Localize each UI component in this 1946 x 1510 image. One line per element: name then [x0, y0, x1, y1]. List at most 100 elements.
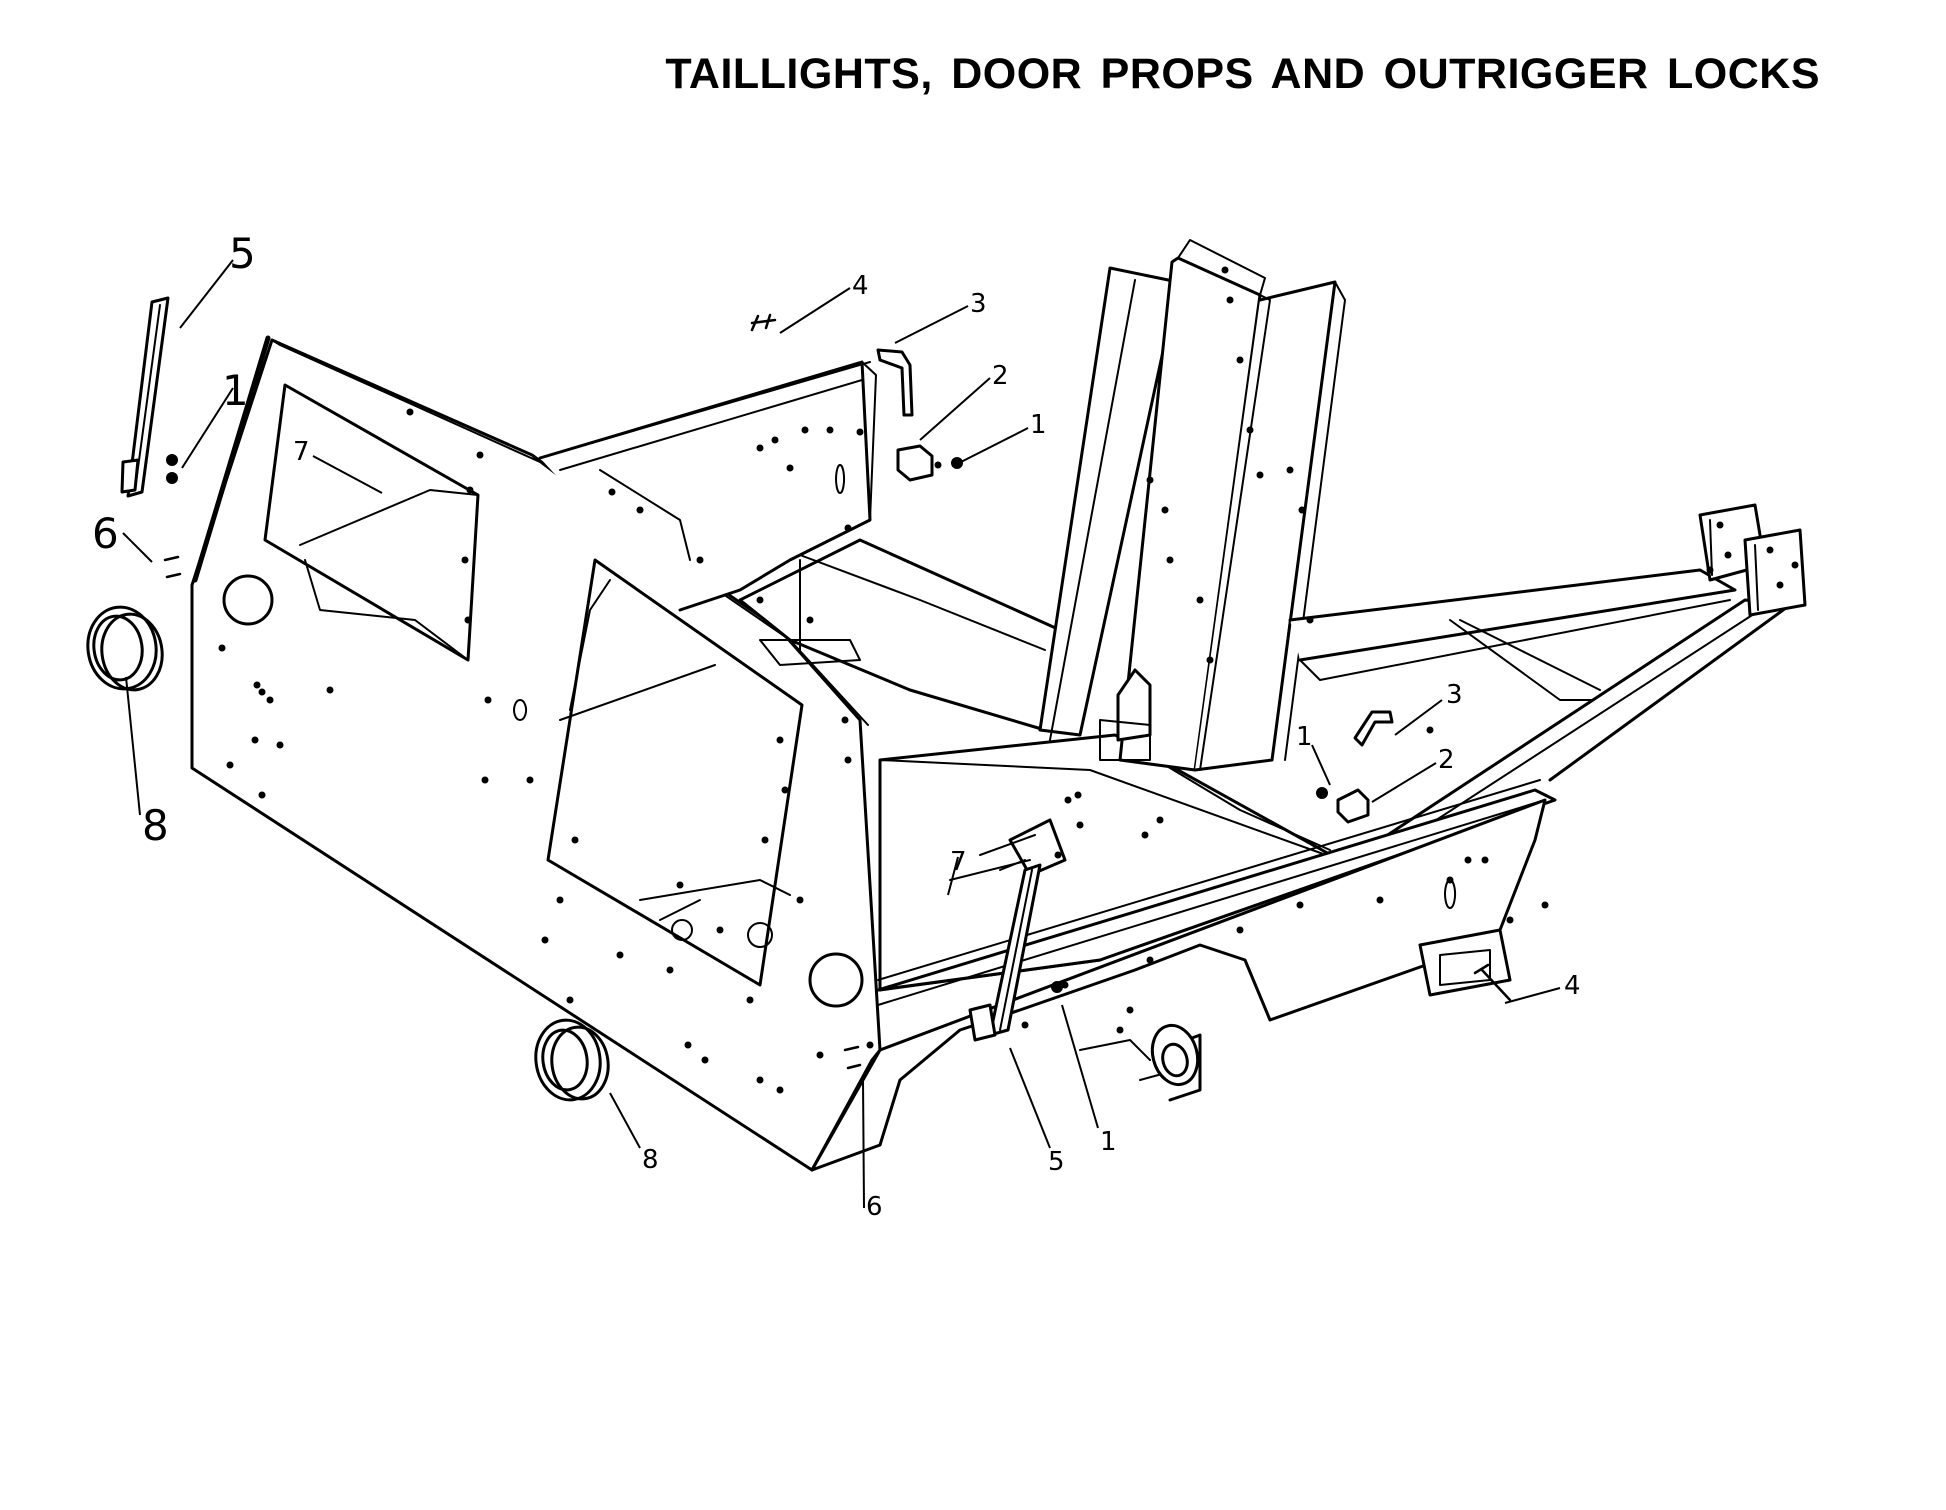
rivet-dot: [771, 436, 779, 444]
callout-labels: 5 1 6 8 7 4 3 2 1 1 3 2 7 4 8 6 5 1: [92, 229, 1581, 1222]
rivet-dot: [786, 464, 794, 472]
rivet-dot: [466, 486, 474, 494]
rivet-dot: [1766, 546, 1774, 554]
rivet-dot: [226, 761, 234, 769]
rivet-dot: [816, 1051, 824, 1059]
rivet-dot: [781, 786, 789, 794]
right-side-skirt: [810, 798, 1547, 1172]
rivet-dot: [841, 716, 849, 724]
top-lock-block: [896, 444, 934, 482]
callout-right-lock-block: 2: [1438, 745, 1455, 775]
callout-left-bracket-bolt: 6: [92, 509, 119, 558]
callout-lower-bracket-bolt: 6: [866, 1192, 883, 1222]
top-lock-pin: [876, 348, 914, 417]
rivet-dot: [1446, 876, 1454, 884]
rivet-dot: [1141, 831, 1149, 839]
callout-right-lock-pin: 3: [1446, 680, 1463, 710]
callout-left-door-prop: 7: [293, 437, 310, 467]
callout-top-bolt: 4: [852, 271, 869, 301]
rivet-dot: [1776, 581, 1784, 589]
rivet-dot: [406, 408, 414, 416]
rivet-dot: [326, 686, 334, 694]
rivet-dot: [276, 741, 284, 749]
rivet-dot: [1298, 506, 1306, 514]
rivet-dot: [484, 696, 492, 704]
rivet-dot: [1116, 1026, 1124, 1034]
rivet-dot: [716, 926, 724, 934]
rivet-dot: [1236, 356, 1244, 364]
nut-dot: [1316, 787, 1328, 799]
rivet-dot: [1724, 551, 1732, 559]
callout-right-lock-nut: 1: [1296, 722, 1313, 752]
rivet-dot: [1716, 521, 1724, 529]
nut-dot: [1051, 981, 1063, 993]
page-title: TAILLIGHTS, DOOR PROPS AND OUTRIGGER LOC…: [665, 50, 1820, 98]
callout-lower-taillight-bracket: 5: [1048, 1147, 1065, 1177]
rivet-dot: [776, 736, 784, 744]
rivet-dot: [1064, 796, 1072, 804]
rivet-dot: [571, 836, 579, 844]
rivet-dot: [934, 461, 942, 469]
rivet-dot: [251, 736, 259, 744]
rivet-dot: [666, 966, 674, 974]
rivet-dot: [1236, 926, 1244, 934]
callout-right-bolt: 4: [1564, 971, 1581, 1001]
callout-lower-bracket-nut: 1: [1100, 1127, 1117, 1157]
rivet-dot: [1296, 901, 1304, 909]
callout-top-lock-pin: 3: [970, 289, 987, 319]
rivet-dot: [526, 776, 534, 784]
callout-left-bracket-nut: 1: [222, 366, 249, 415]
rivet-dot: [701, 1056, 709, 1064]
rivet-dot: [1196, 596, 1204, 604]
lower-door-prop: [949, 818, 1067, 881]
rivet-dot: [844, 756, 852, 764]
rivet-dot: [566, 996, 574, 1004]
rivet-dot: [866, 1041, 874, 1049]
rivet-dot: [1791, 561, 1799, 569]
rivet-dot: [1706, 566, 1714, 574]
nut-dot: [166, 454, 178, 466]
rivet-dot: [476, 451, 484, 459]
upright-channels: [1038, 239, 1346, 772]
rivet-dot: [1146, 476, 1154, 484]
rivet-dot: [1246, 426, 1254, 434]
rivet-dot: [756, 1076, 764, 1084]
rivet-dot: [1541, 901, 1549, 909]
leader-lines: [122, 259, 1561, 1209]
rivet-dot: [1076, 821, 1084, 829]
rivet-dot: [1156, 816, 1164, 824]
rivet-dot: [1226, 296, 1234, 304]
rivet-dot: [1464, 856, 1472, 864]
rivet-dot: [806, 616, 814, 624]
rivet-dot: [1206, 656, 1214, 664]
rivet-dot: [1074, 791, 1082, 799]
callout-top-lock-block: 2: [992, 361, 1009, 391]
left-taillight-bracket: [120, 296, 170, 498]
rivet-dot: [746, 996, 754, 1004]
rivet-dot: [801, 426, 809, 434]
rivet-dot: [684, 1041, 692, 1049]
rivet-dot: [1481, 856, 1489, 864]
nut-dot: [166, 472, 178, 484]
rivet-dot: [481, 776, 489, 784]
callout-lower-taillight-lens: 8: [642, 1145, 659, 1175]
lower-taillight-lens: [534, 1018, 610, 1102]
rivet-dot: [1166, 556, 1174, 564]
rivet-dot: [776, 1086, 784, 1094]
right-lock-block: [1336, 788, 1370, 824]
rivet-dot: [616, 951, 624, 959]
rivet-dot: [1054, 851, 1062, 859]
rivet-dot: [541, 936, 549, 944]
rivet-dot: [761, 836, 769, 844]
outrigger-frame: [876, 503, 1807, 1006]
rivet-dot: [266, 696, 274, 704]
rivet-dot: [1221, 266, 1229, 274]
rivet-dot: [258, 791, 266, 799]
rivet-dot: [844, 524, 852, 532]
rivet-dot: [1146, 956, 1154, 964]
callout-left-taillight-lens: 8: [142, 801, 169, 850]
rivet-dot: [556, 896, 564, 904]
rivet-dot: [464, 616, 472, 624]
